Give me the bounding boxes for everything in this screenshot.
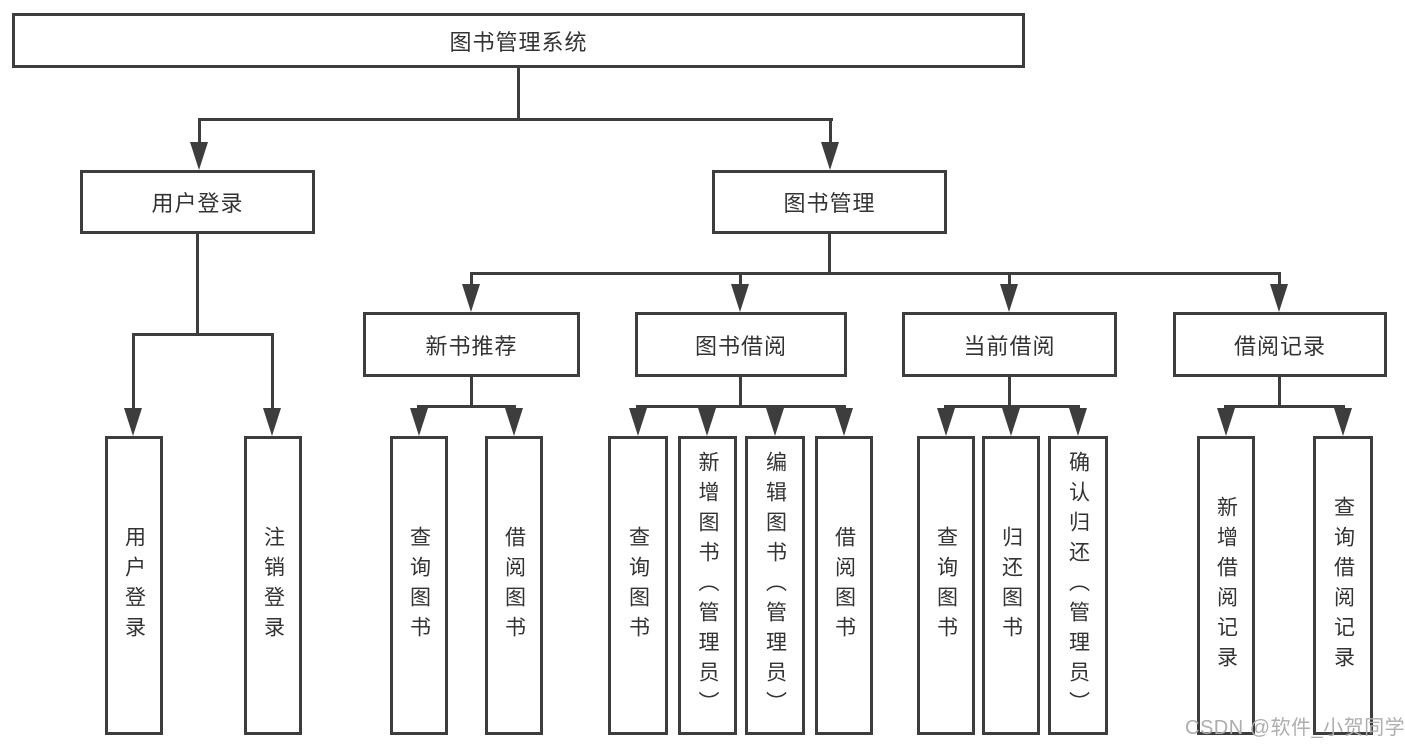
connector-line xyxy=(198,118,201,146)
node-label: 图书管理系统 xyxy=(449,29,588,55)
connector-line xyxy=(198,118,833,121)
node-label: 查询图书 xyxy=(407,525,431,646)
node-borrow-record: 借阅记录 xyxy=(1173,312,1387,377)
leaf-query-borrow-record: 查询借阅记录 xyxy=(1313,436,1373,735)
leaf-edit-books-admin: 编辑图书（管理员） xyxy=(745,436,805,735)
leaf-add-borrow-record: 新增借阅记录 xyxy=(1197,436,1255,735)
connector-line xyxy=(1278,377,1281,408)
leaf-logout: 注销登录 xyxy=(244,436,302,735)
connector-line xyxy=(829,118,832,146)
node-label: 编辑图书（管理员） xyxy=(763,450,787,721)
node-label: 用户登录 xyxy=(122,525,146,646)
arrow-down-icon xyxy=(821,142,839,170)
arrow-down-icon xyxy=(1069,408,1087,436)
arrow-down-icon xyxy=(1000,284,1018,312)
connector-line xyxy=(132,333,274,336)
leaf-return-books: 归还图书 xyxy=(982,436,1040,735)
connector-line xyxy=(1224,405,1345,408)
connector-line xyxy=(1278,272,1281,286)
connector-line xyxy=(517,68,520,121)
arrow-down-icon xyxy=(1217,408,1235,436)
node-label: 归还图书 xyxy=(999,525,1023,646)
node-label: 新增借阅记录 xyxy=(1214,495,1238,676)
arrow-down-icon xyxy=(629,408,647,436)
arrow-down-icon xyxy=(835,408,853,436)
leaf-borrow-books-recommend: 借阅图书 xyxy=(485,436,543,735)
connector-line xyxy=(1008,272,1011,286)
arrow-down-icon xyxy=(1002,408,1020,436)
connector-line xyxy=(470,272,473,286)
connector-line xyxy=(417,405,516,408)
arrow-down-icon xyxy=(937,408,955,436)
leaf-borrow-books: 借阅图书 xyxy=(815,436,873,735)
arrow-down-icon xyxy=(731,284,749,312)
leaf-user-login: 用户登录 xyxy=(105,436,163,735)
node-label: 图书管理 xyxy=(783,191,876,216)
leaf-query-books-recommend: 查询图书 xyxy=(390,436,448,735)
arrow-down-icon xyxy=(263,408,281,436)
node-label: 当前借阅 xyxy=(963,333,1056,359)
node-label: 用户登录 xyxy=(151,191,244,216)
node-label: 借阅图书 xyxy=(502,525,526,646)
leaf-add-books-admin: 新增图书（管理员） xyxy=(678,436,737,735)
node-label: 新书推荐 xyxy=(425,333,518,359)
csdn-watermark: CSDN @软件_小贺同学 xyxy=(1185,717,1405,739)
arrow-down-icon xyxy=(505,408,523,436)
node-label: 借阅图书 xyxy=(832,525,856,646)
node-current-borrow: 当前借阅 xyxy=(902,312,1117,377)
node-label: 图书借阅 xyxy=(694,333,787,359)
node-label: 查询图书 xyxy=(626,525,650,646)
connector-line xyxy=(636,405,846,408)
node-book-borrow: 图书借阅 xyxy=(635,312,847,377)
node-label: 查询图书 xyxy=(934,525,958,646)
node-user-login: 用户登录 xyxy=(80,170,315,234)
arrow-down-icon xyxy=(1270,284,1288,312)
node-label: 借阅记录 xyxy=(1233,333,1326,359)
node-new-book-recommend: 新书推荐 xyxy=(363,312,580,377)
node-label: 查询借阅记录 xyxy=(1331,495,1355,676)
connector-line xyxy=(196,234,199,336)
connector-line xyxy=(944,405,1080,408)
connector-line xyxy=(1008,377,1011,408)
connector-line xyxy=(132,333,135,410)
arrow-down-icon xyxy=(766,408,784,436)
leaf-query-books-current: 查询图书 xyxy=(917,436,975,735)
arrow-down-icon xyxy=(124,408,142,436)
connector-line xyxy=(828,234,831,275)
connector-line xyxy=(271,333,274,410)
arrow-down-icon xyxy=(698,408,716,436)
node-root-library-system: 图书管理系统 xyxy=(12,13,1025,68)
arrow-down-icon xyxy=(462,284,480,312)
node-label: 新增图书（管理员） xyxy=(696,450,719,721)
connector-line xyxy=(739,272,742,286)
node-label: 注销登录 xyxy=(261,525,285,646)
leaf-confirm-return-admin: 确认归还（管理员） xyxy=(1048,436,1108,735)
leaf-query-books-borrow: 查询图书 xyxy=(608,436,668,735)
connector-line xyxy=(739,377,742,408)
arrow-down-icon xyxy=(1334,408,1352,436)
connector-line xyxy=(470,272,1281,275)
node-label: 确认归还（管理员） xyxy=(1066,450,1090,721)
connector-line xyxy=(470,377,473,408)
arrow-down-icon xyxy=(410,408,428,436)
arrow-down-icon xyxy=(190,142,208,170)
node-book-management: 图书管理 xyxy=(712,170,947,234)
